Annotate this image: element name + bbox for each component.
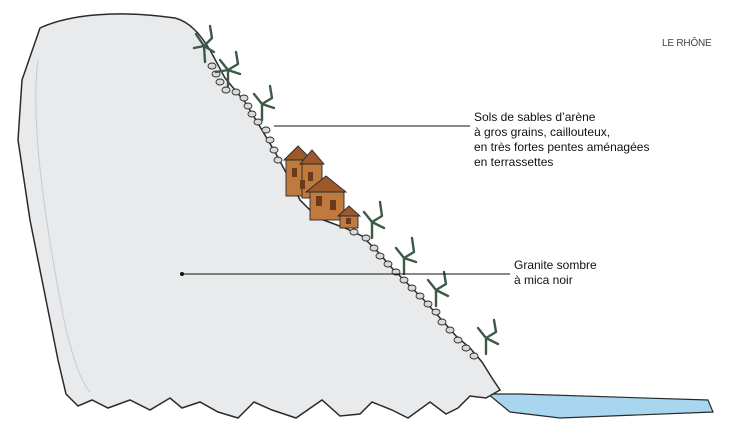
soil-annotation-line: à gros grains, caillouteux, bbox=[474, 125, 649, 140]
vine-stock-3 bbox=[254, 86, 274, 120]
granite-pointer-dot bbox=[180, 272, 184, 276]
granite-annotation: Granite sombre à mica noir bbox=[514, 258, 597, 288]
soil-annotation: Sols de sables d’arène à gros grains, ca… bbox=[474, 110, 649, 170]
granite-rock-mass bbox=[18, 14, 500, 418]
vine-stock-6 bbox=[428, 272, 448, 306]
soil-annotation-line: en terrassettes bbox=[474, 155, 649, 170]
soil-annotation-line: en très fortes pentes aménagées bbox=[474, 140, 649, 155]
vine-stock-4 bbox=[364, 202, 384, 238]
soil-annotation-line: Sols de sables d’arène bbox=[474, 110, 649, 125]
vine-stock-5 bbox=[396, 238, 416, 274]
granite-annotation-line: Granite sombre bbox=[514, 258, 597, 273]
river-water bbox=[488, 394, 713, 418]
granite-annotation-line: à mica noir bbox=[514, 273, 597, 288]
vine-stock-7 bbox=[478, 320, 498, 354]
river-label: LE RHÔNE bbox=[662, 38, 712, 49]
